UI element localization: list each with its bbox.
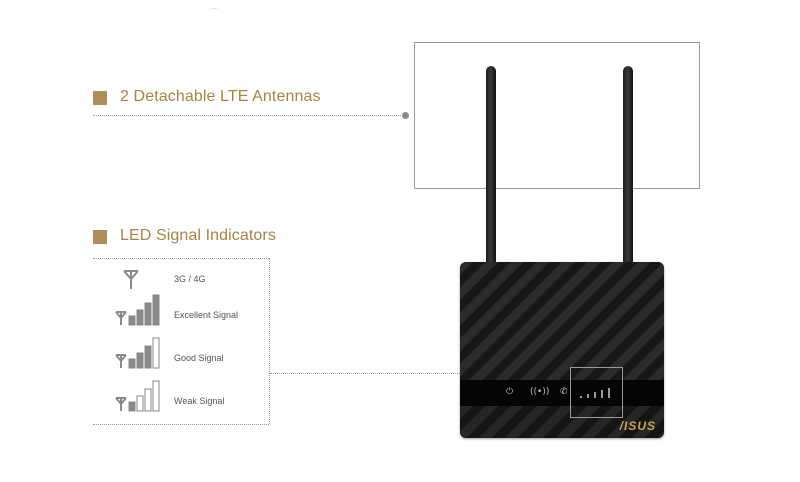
signal-leds-icon	[580, 388, 610, 398]
signal-bar	[136, 309, 144, 326]
signal-weak-icon	[115, 380, 160, 412]
signal-bar	[136, 352, 144, 369]
legend-row-excellent: Excellent Signal	[110, 292, 270, 326]
signal-bar	[144, 302, 152, 326]
signal-bar	[152, 294, 160, 326]
router-striped-top	[460, 262, 664, 380]
wireless-icon: ((•))	[530, 387, 550, 397]
power-icon: ⏻	[506, 387, 514, 397]
signal-bar	[128, 315, 136, 326]
antennas-heading: 2 Detachable LTE Antennas	[120, 88, 321, 105]
decorative-arc	[208, 8, 220, 15]
antenna-right	[623, 66, 633, 266]
leds-legend-bottom-border	[93, 424, 269, 425]
signal-excellent-icon	[115, 294, 160, 326]
signal-bar	[152, 380, 160, 412]
antennas-leader-dot	[402, 112, 409, 119]
bar-antenna-glyph	[115, 311, 127, 325]
antennas-marker	[93, 91, 107, 105]
leds-heading: LED Signal Indicators	[120, 227, 276, 244]
signal-bar	[144, 345, 152, 369]
leds-highlight-box	[570, 367, 623, 418]
signal-bar	[128, 358, 136, 369]
legend-row-weak: Weak Signal	[110, 378, 270, 412]
leds-leader-line	[270, 373, 562, 374]
antenna-left	[486, 66, 496, 266]
bar-antenna-glyph	[115, 397, 127, 411]
legend-label-3g-4g: 3G / 4G	[174, 274, 206, 284]
legend-row-good: Good Signal	[110, 335, 270, 369]
phone-icon: ✆	[560, 387, 568, 397]
router-device: ⏻ ((•)) ✆ /ISUS	[460, 262, 664, 438]
signal-bar	[144, 388, 152, 412]
antenna-icon	[123, 270, 139, 289]
legend-label-excellent: Excellent Signal	[174, 310, 239, 320]
bar-antenna-glyph	[115, 354, 127, 368]
legend-row-3g-4g: 3G / 4G	[110, 264, 270, 298]
signal-good-icon	[115, 337, 160, 369]
signal-bar	[136, 395, 144, 412]
antennas-leader-line	[93, 115, 405, 116]
signal-bar	[152, 337, 160, 369]
router-striped-bottom	[460, 406, 664, 438]
signal-bar	[128, 401, 136, 412]
legend-label-good: Good Signal	[174, 353, 224, 363]
leds-legend-top-border	[93, 258, 269, 259]
brand-logo: /ISUS	[619, 419, 656, 433]
leds-legend-border	[269, 258, 270, 424]
leds-marker	[93, 230, 107, 244]
legend-label-weak: Weak Signal	[174, 396, 225, 406]
antennas-highlight-box	[414, 42, 700, 189]
router-front-strip: ⏻ ((•)) ✆	[460, 380, 664, 406]
